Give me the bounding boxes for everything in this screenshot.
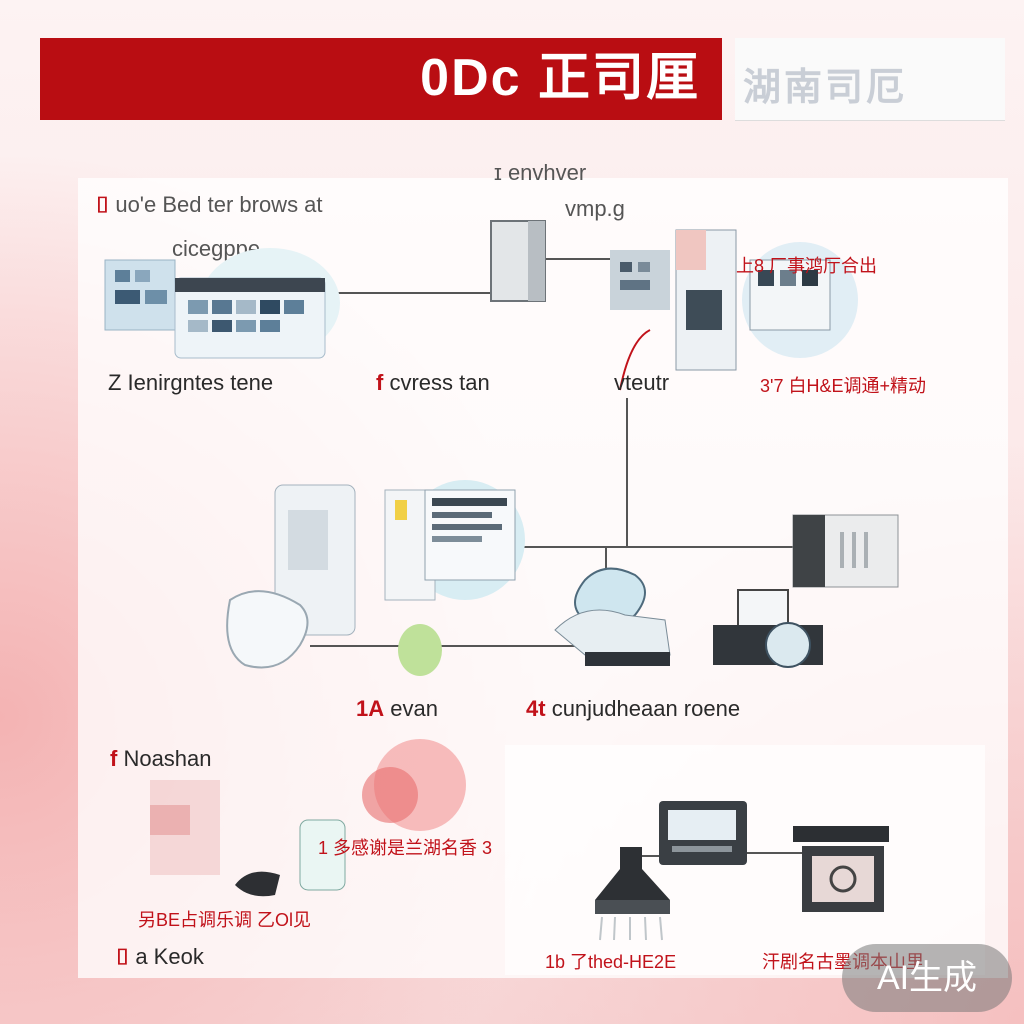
computer-dashboard-icon [100, 248, 340, 358]
top-left-title: ⌷ uo'e Bed ter brows at [96, 192, 323, 218]
page-title: 0Dc 正司厘 [420, 50, 700, 106]
connector-line [520, 546, 800, 548]
lower-mid-tag: 1 多感谢是兰湖名香 3 [318, 834, 492, 860]
control-panel-icon [792, 514, 902, 590]
row1-label-b: f cvress tan [376, 370, 490, 396]
row1-label-b-text: cvress tan [389, 370, 489, 395]
lower-left-tag: 另BE占调乐调 乙Ol见 [138, 906, 311, 932]
row1-label-a: Z Ienirgntes tene [108, 370, 273, 396]
connector-line [626, 398, 628, 548]
lower-left-mark: f [110, 746, 117, 771]
ghost-title-banner: 湖南司厄 [735, 38, 1005, 121]
top-right-tag: 上8 厂事鸿厅合出 [736, 252, 877, 278]
mid-label-a: 1A evan [356, 696, 438, 722]
row1-label-d: 3'7 白H&E调通+精动 [760, 372, 926, 398]
handheld-device-icon [220, 470, 530, 710]
range-hood-icon [590, 845, 680, 945]
mid-label-b-mark: 4t [526, 696, 546, 721]
mid-label-b: 4t cunjudheaan roene [526, 696, 740, 722]
cleaning-machine-icon [545, 560, 685, 680]
title-banner: 0Dc 正司厘 [40, 38, 722, 120]
top-center-sublabel: vmp.g [565, 196, 625, 222]
server-box-icon [490, 220, 546, 302]
mid-label-a-text: evan [390, 696, 438, 721]
top-center-label: ɪ envhver [494, 160, 586, 186]
mid-label-b-text: cunjudheaan roene [552, 696, 740, 721]
kitchen-appliance-icon [140, 735, 500, 905]
ai-generated-badge: AI生成 [842, 944, 1012, 1012]
bottom-left-text: a Keok [135, 944, 204, 969]
bottom-left-label: ⌷ a Keok [116, 944, 204, 970]
ghost-title: 湖南司厄 [743, 56, 907, 111]
mid-label-a-mark: 1A [356, 696, 384, 721]
row1-label-c: vteutr [614, 370, 669, 396]
row1-label-b-mark: f [376, 370, 383, 395]
top-left-title-text: uo'e Bed ter brows at [115, 192, 322, 217]
bottom-left-mark: ⌷ [116, 944, 129, 969]
bottom-mid-label: 1b 了thed-HE2E [545, 948, 676, 974]
processing-unit-icon [708, 580, 828, 680]
top-left-mark: ⌷ [96, 192, 109, 217]
connector-line [335, 292, 495, 294]
oven-icon [788, 822, 898, 914]
